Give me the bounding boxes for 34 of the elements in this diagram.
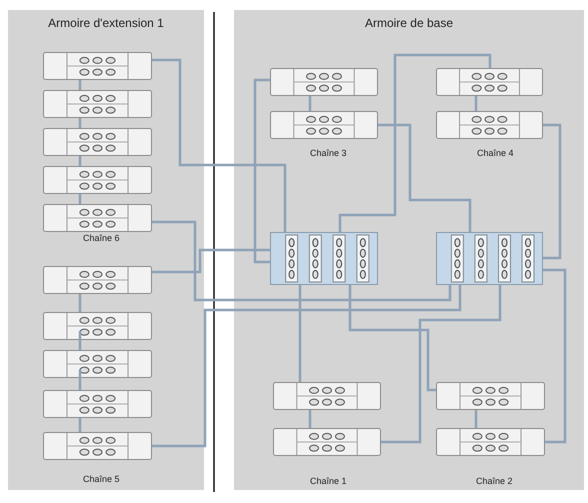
cable [78,330,82,350]
chain-label: Chaîne 6 [83,233,120,243]
cabinet-title: Armoire d'extension 1 [48,16,164,30]
cable [543,268,566,444]
cable [152,285,462,448]
cable [78,418,82,432]
cable [338,54,492,232]
cable [152,58,286,232]
cable [78,194,82,204]
cabinet-panel [234,10,584,490]
cable [78,156,82,166]
cable [78,118,82,128]
cable [254,78,270,264]
cable [474,410,478,428]
cable [543,124,562,260]
cable [348,285,436,392]
cable [298,285,302,382]
cable [308,410,312,428]
chain-label: Chaîne 4 [477,148,514,158]
cable [152,248,270,274]
cabinet-title: Armoire de base [364,16,454,30]
cable [308,96,312,111]
cabinet-panel [8,10,204,490]
chain-label: Chaîne 3 [310,148,347,158]
cable [381,285,502,444]
cable [78,80,82,90]
chain-label: Chaîne 2 [476,476,513,486]
cable [474,96,478,111]
chain-label: Chaîne 5 [83,474,120,484]
chain-label: Chaîne 1 [310,476,347,486]
cable [378,124,472,232]
cable [152,220,452,302]
cable [78,294,82,312]
cable [78,368,82,390]
